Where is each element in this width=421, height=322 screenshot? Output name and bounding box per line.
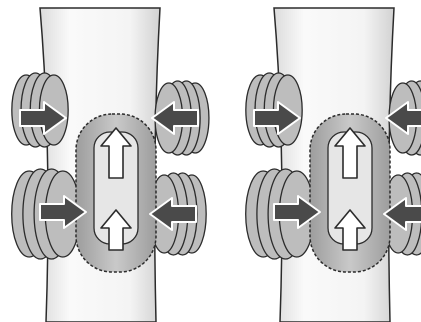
panel-right [246,8,421,322]
panel-left [12,8,209,322]
